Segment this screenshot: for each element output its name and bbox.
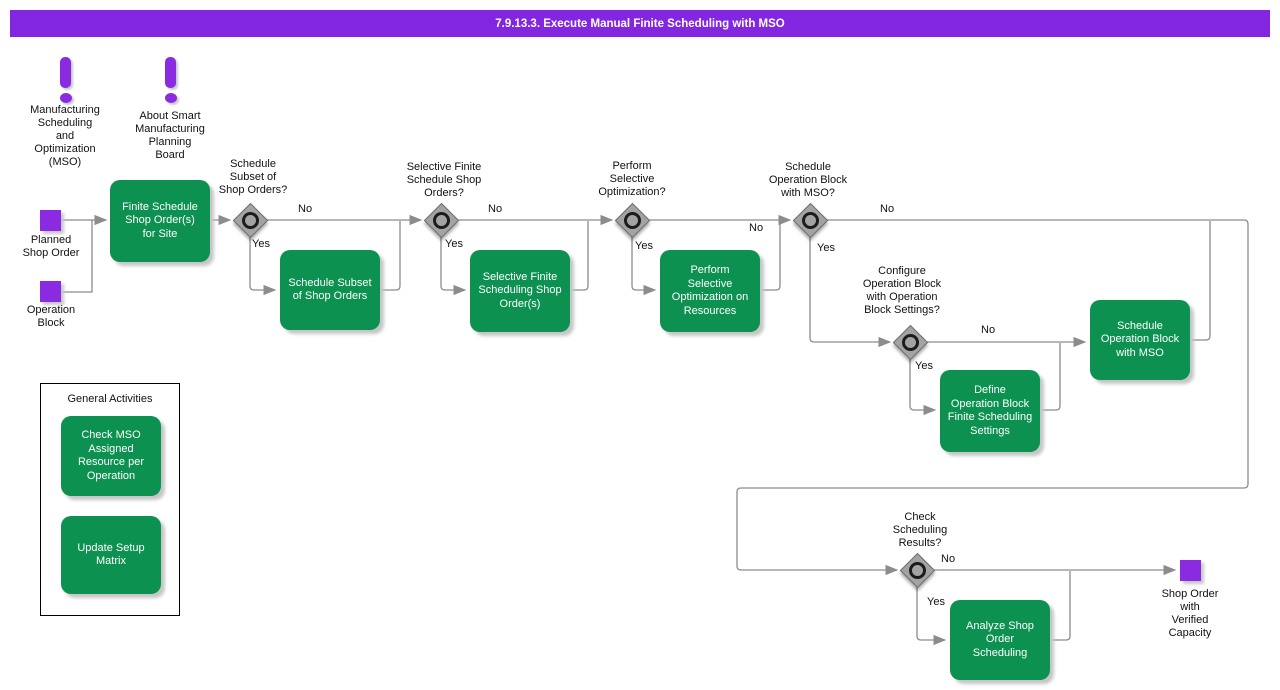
branch-no-label: No: [880, 203, 895, 215]
decision-question: Schedule Operation Block with MSO?: [768, 161, 848, 199]
decision-question: Perform Selective Optimization?: [598, 160, 666, 198]
branch-no-label: No: [749, 222, 764, 234]
page-title: 7.9.13.3. Execute Manual Finite Scheduli…: [10, 10, 1270, 37]
task-finite-schedule-shop-orders-for-site[interactable]: Finite Schedule Shop Order(s) for Site: [110, 180, 210, 262]
task-analyze-shop-order-scheduling[interactable]: Analyze Shop Order Scheduling: [950, 600, 1050, 680]
decision-question: Schedule Subset of Shop Orders?: [218, 158, 288, 196]
task-define-operation-block-finite-scheduling-settings[interactable]: Define Operation Block Finite Scheduling…: [940, 370, 1040, 452]
event-label: Planned Shop Order: [22, 234, 80, 259]
event-shop-order-with-verified-capacity[interactable]: [1180, 560, 1201, 581]
exclamation-icon[interactable]: [60, 93, 72, 103]
branch-no-label: No: [488, 203, 503, 215]
event-label: Shop Order with Verified Capacity: [1161, 588, 1219, 639]
note-label-mso[interactable]: Manufacturing Scheduling and Optimizatio…: [30, 104, 100, 168]
branch-yes-label: Yes: [927, 596, 945, 608]
exclamation-icon[interactable]: [60, 57, 71, 88]
branch-yes-label: Yes: [445, 238, 463, 250]
general-activities-title: General Activities: [67, 393, 153, 405]
branch-no-label: No: [981, 324, 996, 336]
task-schedule-operation-block-with-mso[interactable]: Schedule Operation Block with MSO: [1090, 300, 1190, 380]
task-schedule-subset-of-shop-orders[interactable]: Schedule Subset of Shop Orders: [280, 250, 380, 330]
exclamation-icon[interactable]: [165, 57, 176, 88]
branch-yes-label: Yes: [817, 242, 835, 254]
task-update-setup-matrix[interactable]: Update Setup Matrix: [61, 516, 161, 594]
branch-yes-label: Yes: [252, 238, 270, 250]
decision-question: Selective Finite Schedule Shop Orders?: [406, 161, 482, 199]
event-planned-shop-order[interactable]: [40, 210, 61, 231]
task-check-mso-assigned-resource-per-operation[interactable]: Check MSO Assigned Resource per Operatio…: [61, 416, 161, 496]
general-activities-group: General Activities Check MSO Assigned Re…: [40, 383, 180, 616]
task-selective-finite-scheduling-shop-orders[interactable]: Selective Finite Scheduling Shop Order(s…: [470, 250, 570, 332]
event-label: Operation Block: [26, 304, 76, 329]
exclamation-icon[interactable]: [165, 93, 177, 103]
branch-yes-label: Yes: [635, 240, 653, 252]
task-perform-selective-optimization-on-resources[interactable]: Perform Selective Optimization on Resour…: [660, 250, 760, 332]
branch-yes-label: Yes: [915, 360, 933, 372]
branch-no-label: No: [941, 553, 956, 565]
note-label-smart-planning-board[interactable]: About Smart Manufacturing Planning Board: [135, 110, 205, 161]
branch-no-label: No: [298, 203, 313, 215]
event-operation-block[interactable]: [40, 281, 61, 302]
decision-question: Check Scheduling Results?: [892, 511, 948, 549]
decision-question: Configure Operation Block with Operation…: [862, 265, 942, 316]
